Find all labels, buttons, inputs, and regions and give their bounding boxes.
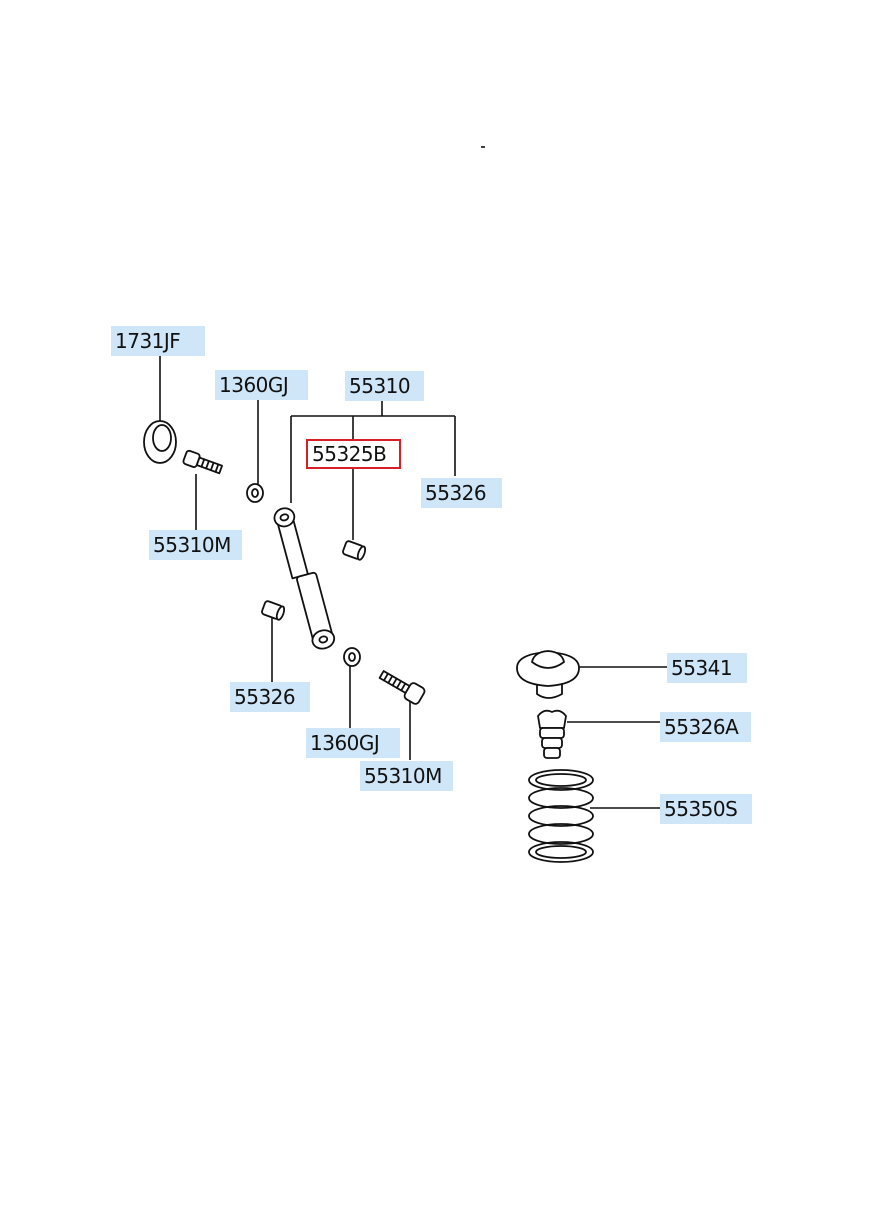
part-label-55325b-selected[interactable]: 55325B	[306, 439, 401, 469]
part-label-55326a[interactable]: 55326A	[660, 712, 751, 742]
part-label-55310m-bottom[interactable]: 55310M	[360, 761, 453, 791]
bushing-upper-part	[342, 540, 367, 561]
shock-absorber-part	[273, 507, 336, 650]
part-label-55326-right[interactable]: 55326	[421, 478, 502, 508]
part-label-1360gj-top[interactable]: 1360GJ	[215, 370, 308, 400]
lower-nut-part	[343, 647, 361, 667]
lower-bolt-part	[378, 670, 426, 705]
leader-lines	[159, 356, 667, 809]
bushing-ring-part	[143, 420, 177, 464]
part-label-1731jf[interactable]: 1731JF	[111, 326, 205, 356]
bump-stopper-part	[537, 709, 567, 759]
spring-seat-part	[516, 650, 580, 699]
part-label-55310[interactable]: 55310	[345, 371, 424, 401]
part-label-1360gj-bottom[interactable]: 1360GJ	[306, 728, 400, 758]
part-label-55350s[interactable]: 55350S	[660, 794, 752, 824]
part-label-55341[interactable]: 55341	[667, 653, 747, 683]
upper-nut-part	[246, 483, 264, 503]
upper-bolt-part	[182, 449, 223, 475]
bushing-lower-part	[261, 600, 286, 621]
part-label-55310m-left[interactable]: 55310M	[149, 530, 242, 560]
part-label-55326-left[interactable]: 55326	[230, 682, 310, 712]
coil-spring-part	[528, 769, 594, 863]
